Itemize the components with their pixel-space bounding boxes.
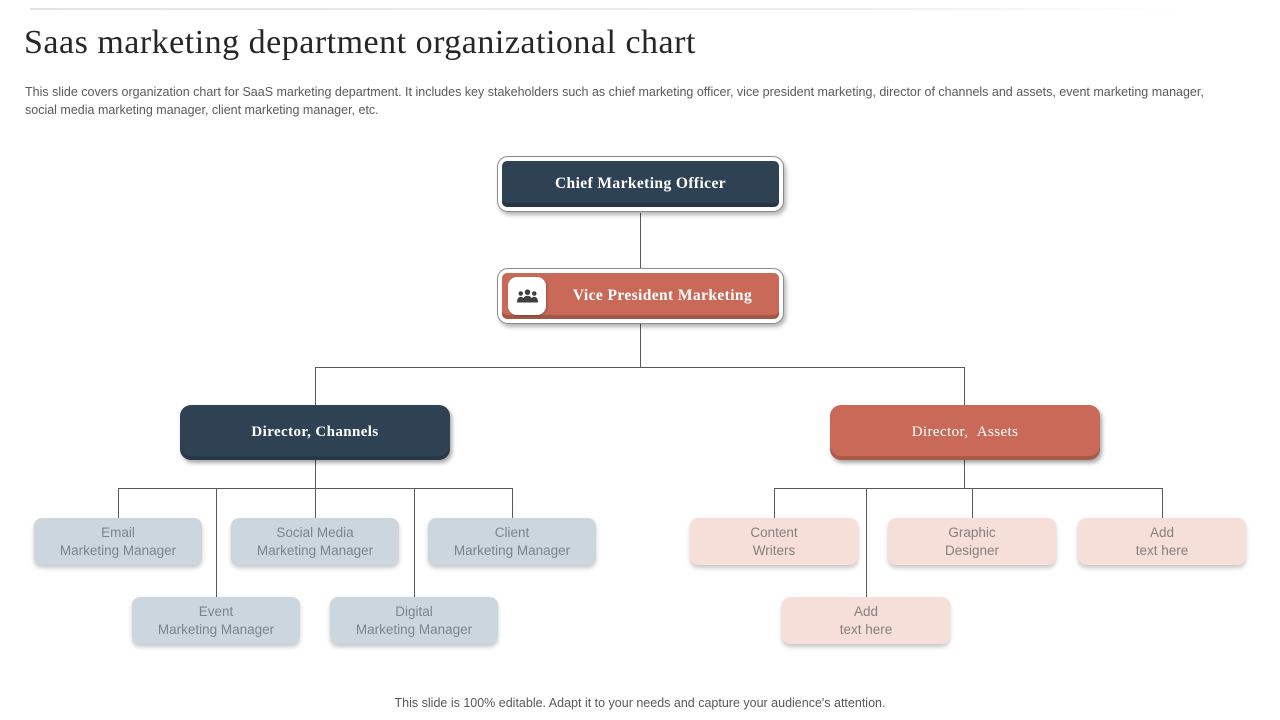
org-node-label: Add <box>853 603 879 619</box>
org-node-label: Marketing Manager <box>355 621 473 637</box>
org-node-label: Digital <box>395 603 433 619</box>
org-node-client-marketing-manager[interactable]: Client Marketing Manager <box>428 518 596 565</box>
org-node-social-media-marketing-manager[interactable]: Social Media Marketing Manager <box>231 518 399 565</box>
connector-line <box>1162 488 1163 518</box>
connector-line <box>512 488 513 518</box>
org-node-label: Social Media <box>276 524 354 540</box>
org-node-label: text here <box>1135 542 1189 558</box>
connector-line <box>315 367 965 368</box>
connector-line <box>315 488 316 518</box>
org-node-label: Add <box>1149 524 1175 540</box>
slide-description: This slide covers organization chart for… <box>25 85 1204 118</box>
org-node-label: Graphic <box>948 524 996 540</box>
connector-line <box>640 213 641 268</box>
org-node-director-assets[interactable]: Director, Assets <box>830 405 1100 460</box>
org-node-label: Content <box>750 524 798 540</box>
connector-line <box>972 488 973 518</box>
org-node-label: Director, Channels <box>251 424 379 440</box>
org-node-label: Marketing Manager <box>256 542 374 558</box>
org-node-label: Vice President Marketing <box>572 287 753 304</box>
team-icon <box>508 277 546 315</box>
org-node-graphic-designer[interactable]: Graphic Designer <box>888 518 1056 565</box>
connector-line <box>640 324 641 367</box>
connector-line <box>774 488 775 518</box>
connector-line <box>118 488 119 518</box>
connector-line <box>774 488 1162 489</box>
org-node-label: Marketing Manager <box>453 542 571 558</box>
org-node-label: Marketing Manager <box>59 542 177 558</box>
connector-line <box>315 460 316 488</box>
org-node-label: Client <box>494 524 530 540</box>
slide-footer-note: This slide is 100% editable. Adapt it to… <box>394 696 886 710</box>
org-node-digital-marketing-manager[interactable]: Digital Marketing Manager <box>330 597 498 644</box>
org-node-label: Director, Assets <box>911 424 1019 440</box>
page-title: Saas marketing department organizational… <box>24 24 696 61</box>
org-node-event-marketing-manager[interactable]: Event Marketing Manager <box>132 597 300 644</box>
org-node-vice-president-marketing[interactable]: Vice President Marketing <box>497 268 784 324</box>
org-node-content-writers[interactable]: Content Writers <box>690 518 858 565</box>
connector-line <box>315 367 316 405</box>
connector-line <box>964 460 965 488</box>
connector-line <box>964 367 965 405</box>
org-node-label: Writers <box>752 542 796 558</box>
org-node-label: Chief Marketing Officer <box>554 175 727 192</box>
org-node-label: Email <box>101 524 135 540</box>
org-node-add-text-placeholder[interactable]: Add text here <box>1078 518 1246 565</box>
org-node-add-text-placeholder[interactable]: Add text here <box>782 597 950 644</box>
connector-line <box>866 488 867 597</box>
connector-line <box>216 488 217 597</box>
org-node-chief-marketing-officer[interactable]: Chief Marketing Officer <box>497 156 784 212</box>
org-node-label: Designer <box>944 542 1000 558</box>
org-node-director-channels[interactable]: Director, Channels <box>180 405 450 460</box>
slide-top-border <box>30 8 1190 10</box>
org-node-label: text here <box>839 621 893 637</box>
org-node-label: Event <box>198 603 234 619</box>
org-node-email-marketing-manager[interactable]: Email Marketing Manager <box>34 518 202 565</box>
org-node-label: Marketing Manager <box>157 621 275 637</box>
connector-line <box>414 488 415 597</box>
